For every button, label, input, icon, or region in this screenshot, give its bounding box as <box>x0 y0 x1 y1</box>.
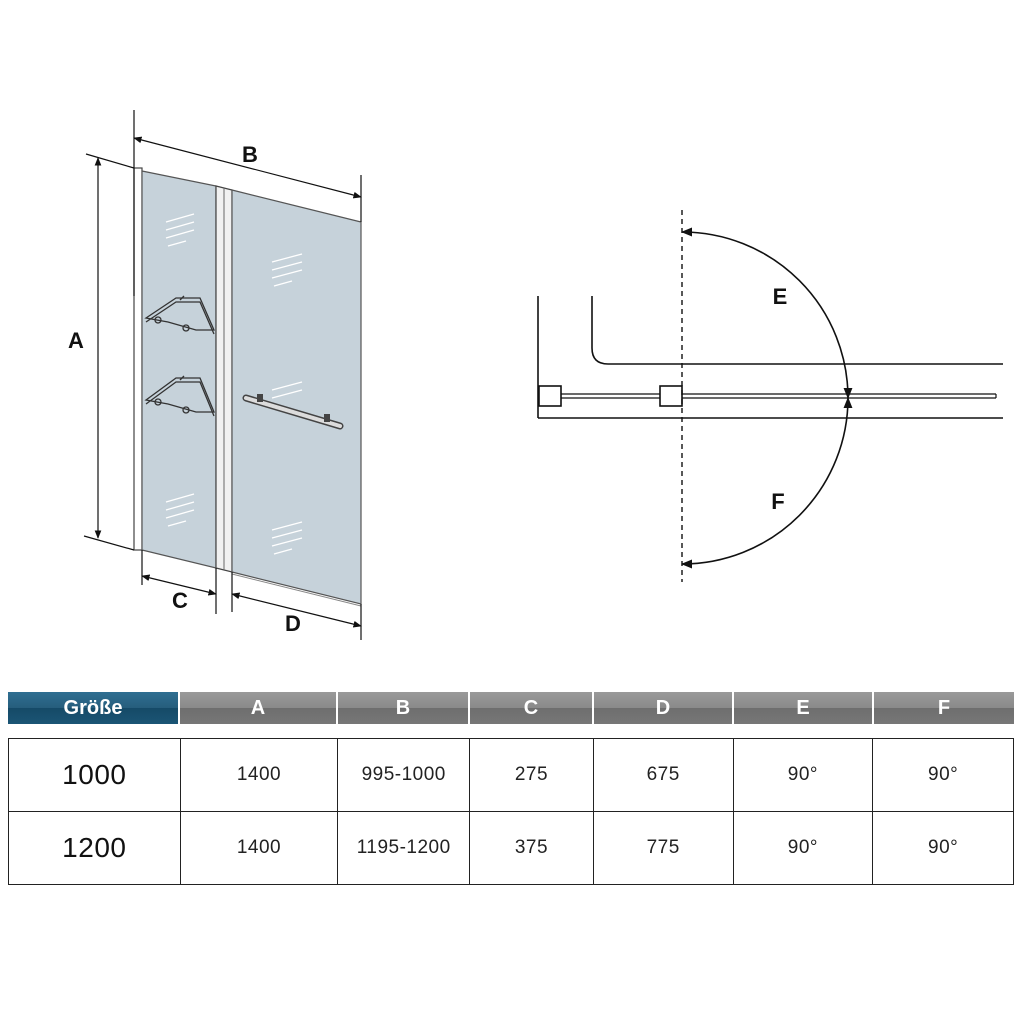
header-a: A <box>180 692 338 724</box>
header-c: C <box>470 692 594 724</box>
cell-b: 1195-1200 <box>338 812 471 884</box>
label-f: F <box>771 489 784 514</box>
cell-d: 775 <box>594 812 734 884</box>
wall-profile <box>133 167 143 551</box>
table-header: Größe A B C D E F <box>8 692 1014 724</box>
screen-front-view: A B C D <box>68 110 362 640</box>
cell-e: 90° <box>734 739 874 811</box>
cell-size: 1000 <box>9 739 181 811</box>
dimension-a <box>83 153 135 551</box>
header-d: D <box>594 692 734 724</box>
wall-bracket <box>538 385 562 407</box>
swing-arc-e <box>680 227 853 400</box>
label-b: B <box>242 142 258 167</box>
label-a: A <box>68 328 84 353</box>
swing-arc-f <box>680 396 853 569</box>
cell-a: 1400 <box>181 739 339 811</box>
hinge-block <box>659 385 683 407</box>
cell-a: 1400 <box>181 812 339 884</box>
label-c: C <box>172 588 188 613</box>
cell-c: 275 <box>470 739 594 811</box>
bathtub-rim <box>591 296 1003 365</box>
header-e: E <box>734 692 874 724</box>
glass-reflection-marks <box>165 213 303 555</box>
header-f: F <box>874 692 1014 724</box>
cell-size: 1200 <box>9 812 181 884</box>
cell-d: 675 <box>594 739 734 811</box>
label-d: D <box>285 611 301 636</box>
glass-shelf-lower <box>144 375 215 417</box>
cell-f: 90° <box>928 837 959 858</box>
cell-b: 995-1000 <box>338 739 471 811</box>
towel-bar-handle <box>242 394 344 430</box>
header-b: B <box>338 692 470 724</box>
screen-top-view <box>537 210 1003 582</box>
label-e: E <box>773 284 788 309</box>
size-table: Größe A B C D E F 1000 1400 995-1000 275… <box>8 692 1014 885</box>
table-body: 1000 1400 995-1000 275 675 90° 90° 1200 … <box>8 738 1014 885</box>
dimension-c <box>141 550 217 614</box>
cell-e: 90° <box>734 812 874 884</box>
fixed-glass-panel <box>141 170 217 569</box>
table-row: 1200 1400 1195-1200 375 775 90° 90° <box>9 811 1013 884</box>
table-row: 1000 1400 995-1000 275 675 90° 90° <box>9 739 1013 811</box>
dimension-b <box>133 110 362 296</box>
header-size: Größe <box>8 692 180 724</box>
glass-shelf-upper <box>144 295 215 335</box>
cell-c: 375 <box>470 812 594 884</box>
bath-screen-diagram: A B C D <box>68 110 1003 640</box>
dimension-d <box>231 572 362 640</box>
cell-f: 90° <box>928 764 959 785</box>
